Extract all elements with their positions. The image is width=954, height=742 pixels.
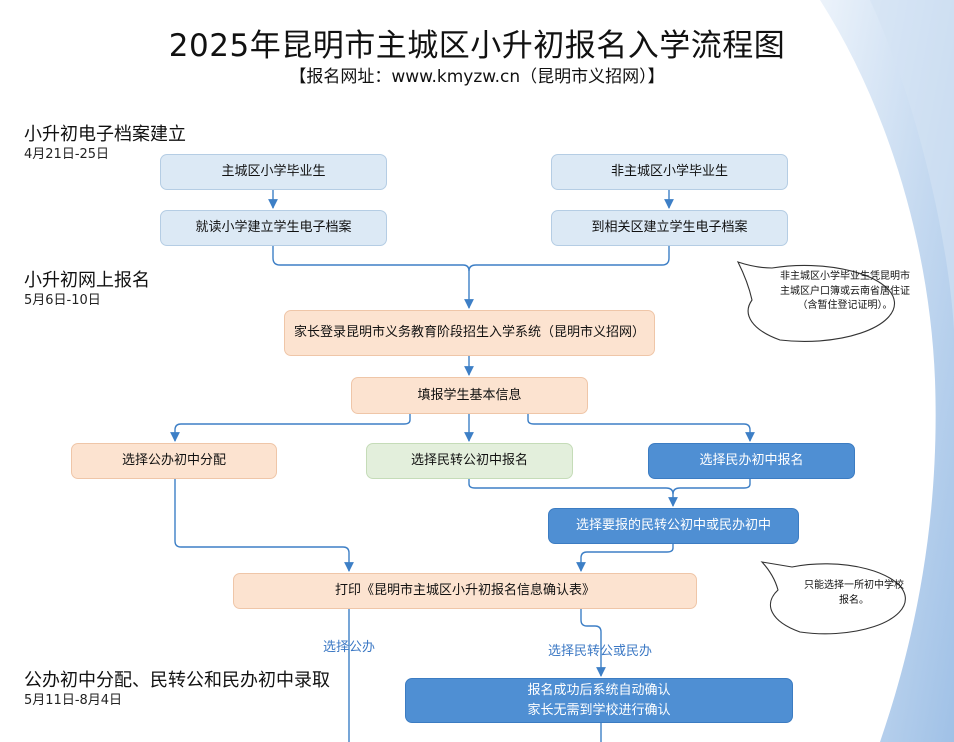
node-convert-public: 选择民转公初中报名 xyxy=(366,443,573,479)
arrow-fill-to-private xyxy=(527,414,755,442)
section-admission-date: 5月11日-8月4日 xyxy=(24,693,123,708)
node-public-assign: 选择公办初中分配 xyxy=(71,443,277,479)
line-private-merge xyxy=(672,478,751,495)
line-non-main-archive-merge xyxy=(468,246,670,272)
arrow-public-to-print xyxy=(174,478,354,572)
arrow-choose-to-print xyxy=(576,543,674,572)
section-admission-title: 公办初中分配、民转公和民办初中录取 xyxy=(24,670,330,691)
page-subtitle: 【报名网址：www.kmyzw.cn（昆明市义招网）】 xyxy=(289,67,665,87)
node-non-main-archive: 到相关区建立学生电子档案 xyxy=(551,210,788,246)
note-bubble-one-school xyxy=(760,561,906,635)
section-online-title: 小升初网上报名 xyxy=(24,270,150,291)
section-archive-date: 4月21日-25日 xyxy=(24,147,110,162)
note-non-main-graduate: 非主城区小学毕业生凭昆明市主城区户口簿或云南省居住证（含暂住登记证明）。 xyxy=(780,271,910,311)
section-online-date: 5月6日-10日 xyxy=(24,293,101,308)
node-auto-confirm: 报名成功后系统自动确认 家长无需到学校进行确认 xyxy=(405,678,793,723)
node-main-graduate: 主城区小学毕业生 xyxy=(160,154,387,190)
arrow-fill-to-public xyxy=(170,414,411,442)
arrow-print-to-confirm xyxy=(580,608,606,677)
node-non-main-graduate: 非主城区小学毕业生 xyxy=(551,154,788,190)
node-parent-login: 家长登录昆明市义务教育阶段招生入学系统（昆明市义招网） xyxy=(284,310,655,356)
node-choose-school: 选择要报的民转公初中或民办初中 xyxy=(548,508,799,544)
edge-label-choose-convert-private: 选择民转公或民办 xyxy=(548,644,653,659)
section-archive-title: 小升初电子档案建立 xyxy=(24,124,186,145)
auto-confirm-line2: 家长无需到学校进行确认 xyxy=(527,702,671,718)
line-main-archive-merge xyxy=(272,246,474,309)
edge-label-choose-public: 选择公办 xyxy=(323,640,376,655)
page-title: 2025年昆明市主城区小升初报名入学流程图 xyxy=(168,28,786,64)
line-convert-merge xyxy=(468,478,678,507)
node-fill-basic-info: 填报学生基本信息 xyxy=(351,377,588,414)
auto-confirm-line1: 报名成功后系统自动确认 xyxy=(527,683,671,698)
node-main-archive: 就读小学建立学生电子档案 xyxy=(160,210,387,246)
node-private-registration: 选择民办初中报名 xyxy=(648,443,855,479)
note-one-school: 只能选择一所初中学校报名。 xyxy=(804,580,904,606)
node-print-form: 打印《昆明市主城区小升初报名信息确认表》 xyxy=(233,573,697,609)
note-bubble-non-main xyxy=(736,261,895,342)
